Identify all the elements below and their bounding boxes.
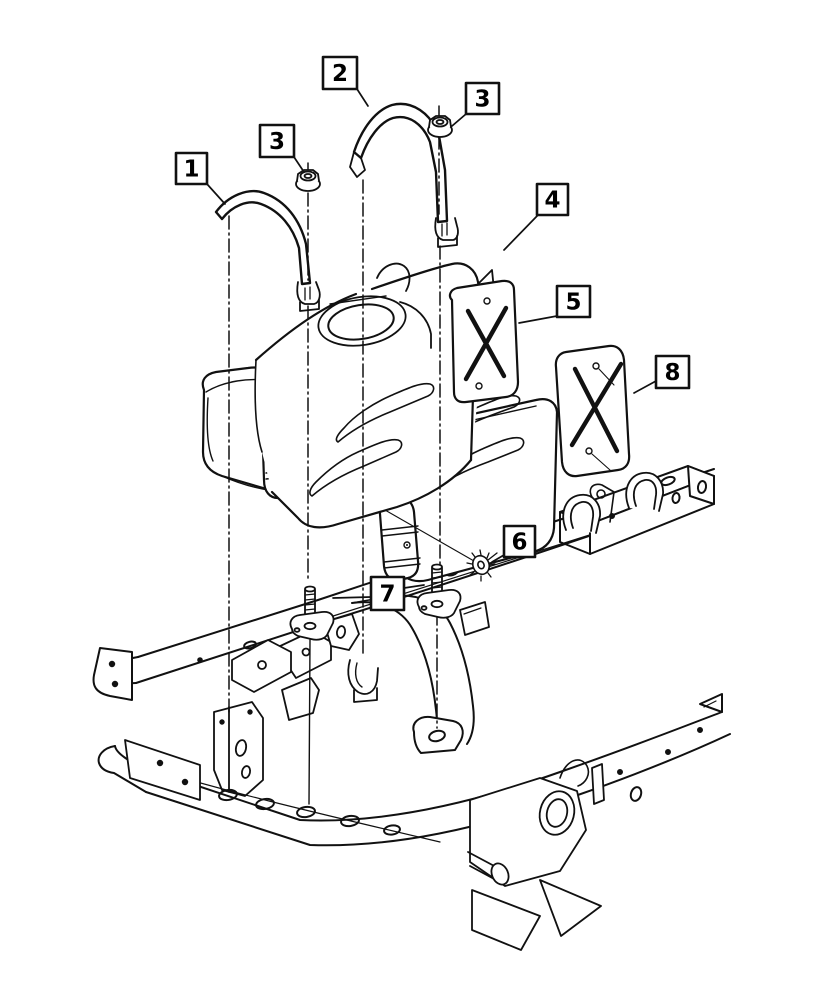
callout-number: 3 [474,87,490,113]
mounting-bolt-7-right [416,563,462,619]
mounting-bolt-7-left [289,585,335,641]
strap-2 [349,102,459,248]
frame-mount-plates [231,601,490,721]
callout-number: 7 [379,582,395,608]
callout-box[interactable] [502,524,537,559]
callout-leader-line [206,183,226,205]
callout-number: 6 [511,530,527,556]
callout-3-3[interactable]: 3 [451,81,501,127]
callout-number: 5 [565,290,581,316]
serrated-washer-6 [466,549,498,582]
callout-number: 3 [269,129,285,155]
callout-box[interactable] [535,182,570,217]
callout-4[interactable]: 4 [503,182,570,251]
frame-hitch-cluster [467,759,605,951]
tank-shield-5 [448,279,520,404]
fastener-hardware [289,115,498,641]
callout-3-2[interactable]: 3 [258,123,305,173]
callout-leader-line [403,584,425,589]
strap-1 [214,189,321,312]
callout-8[interactable]: 8 [633,354,691,394]
callout-box[interactable] [464,81,501,116]
callout-number: 8 [664,360,680,386]
callout-2[interactable]: 2 [321,55,369,107]
callout-box[interactable] [174,151,209,186]
tank-straps-illustration [214,102,459,312]
truck-frame-illustration [92,465,731,951]
callout-number: 1 [183,157,199,183]
callout-leader-line [518,315,558,324]
flange-nut-3-right [427,115,453,138]
frame-channel-bracket [213,701,264,797]
callout-leader-line [356,88,369,107]
flange-nut-3-left [295,169,321,192]
callout-box[interactable] [258,123,296,159]
callout-box[interactable] [321,55,359,91]
callout-leader-line [332,596,372,599]
fuel-tank-illustration [201,262,631,583]
callout-leader-line [293,156,305,173]
callout-5[interactable]: 5 [518,284,592,324]
callout-box[interactable] [555,284,592,319]
assembly-alignment-lines [228,105,441,805]
callout-1[interactable]: 1 [174,151,226,205]
strap-anchor-hooks [347,471,664,703]
frame-near-rail [97,693,731,847]
callout-number: 2 [332,61,348,87]
callout-box[interactable] [369,575,406,612]
callout-number: 4 [544,188,560,214]
callout-box[interactable] [654,354,691,390]
callout-leader-line [491,554,505,563]
callout-leader-line [503,214,539,251]
callout-7[interactable]: 7 [332,575,425,612]
callout-leader-line [633,380,657,394]
tank-shield-8 [554,344,631,478]
callout-6[interactable]: 6 [491,524,537,563]
callout-leader-line [451,113,467,127]
callout-layer: 1 2 3 3 4 5 8 6 7 [174,55,691,612]
